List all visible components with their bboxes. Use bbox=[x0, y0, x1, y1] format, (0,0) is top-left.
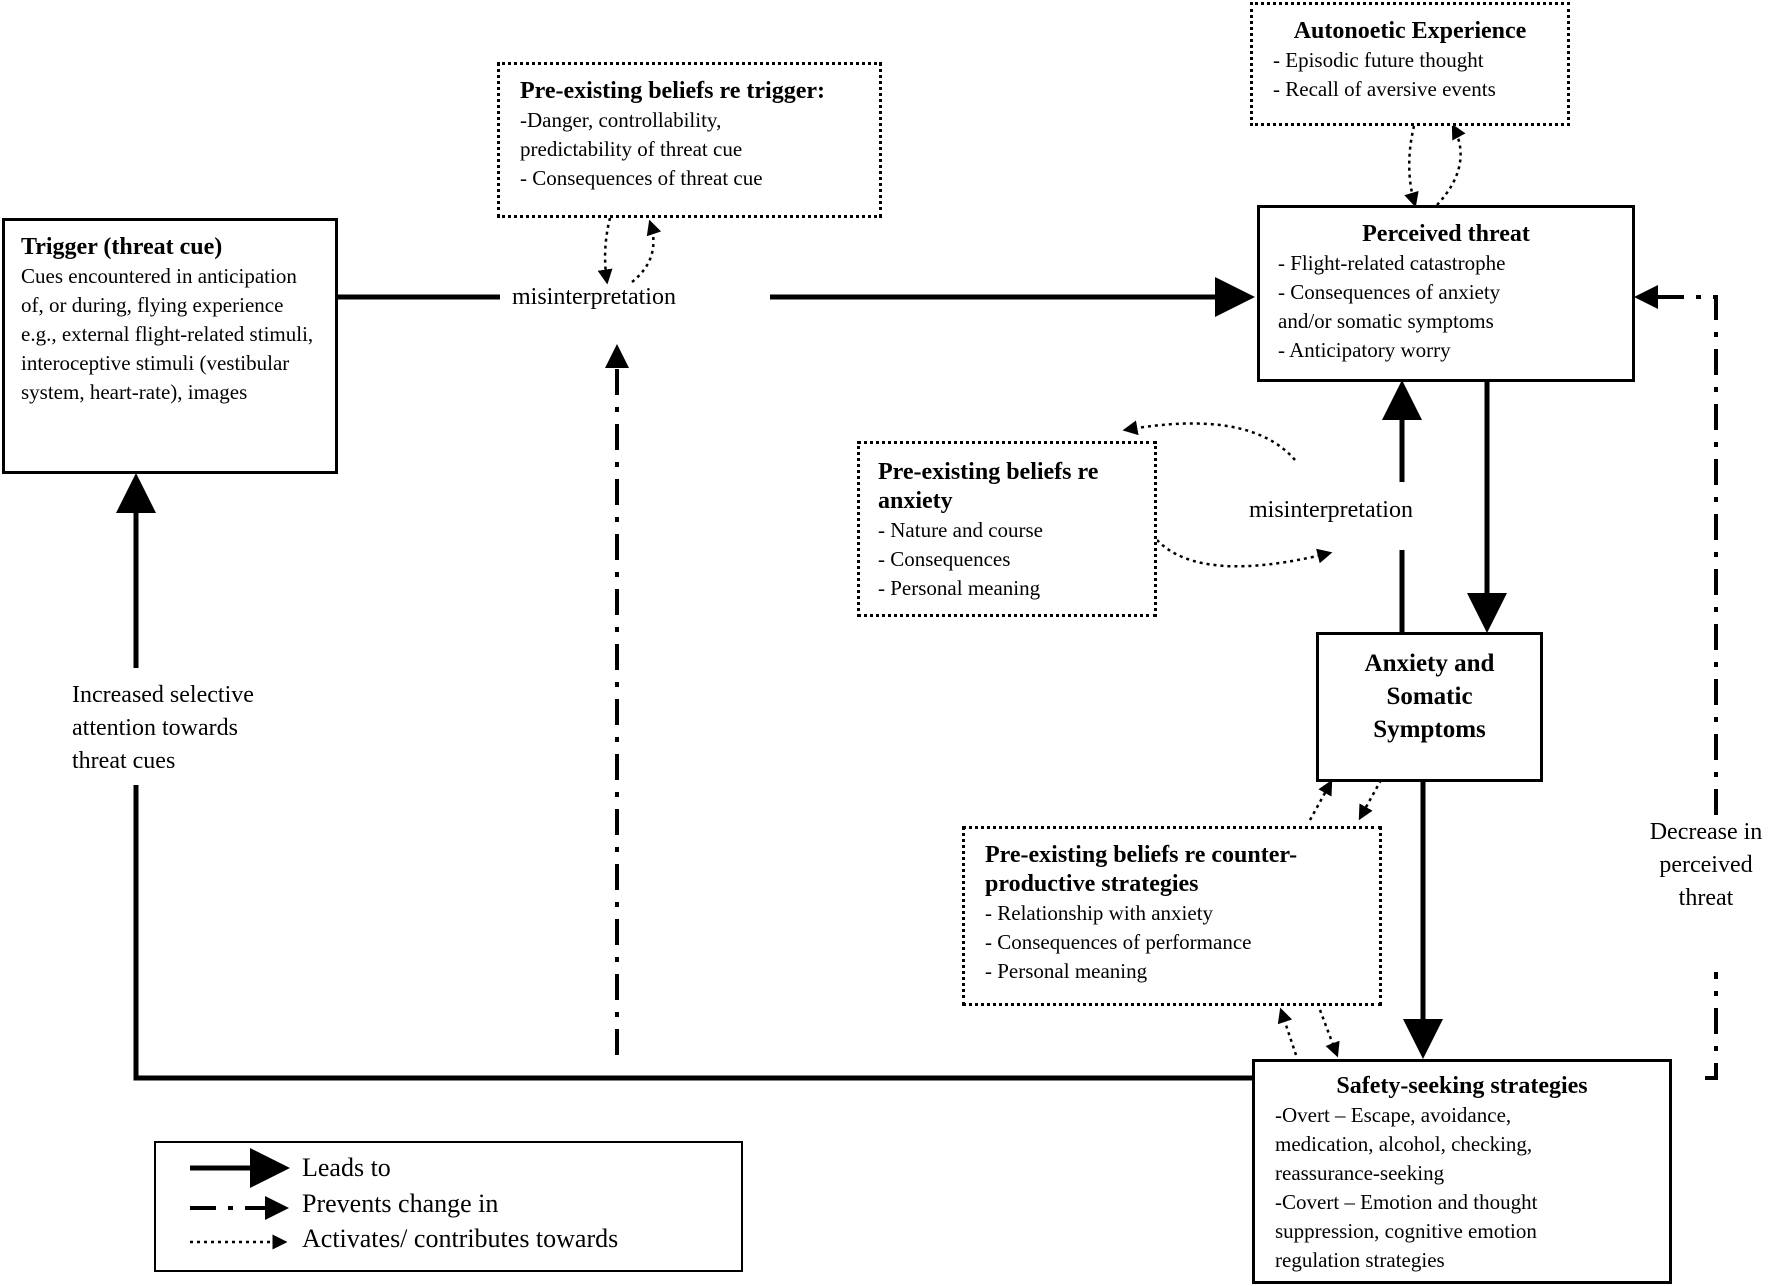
beliefs-strategies-to-safety-arrow bbox=[1318, 1009, 1340, 1058]
safety-to-trigger-loop-line bbox=[133, 785, 1252, 1081]
autonoetic-item: - Recall of aversive events bbox=[1273, 77, 1496, 101]
perceived-threat-item: - Flight-related catastrophe bbox=[1278, 251, 1506, 275]
threat-to-autonoetic-arrow bbox=[1436, 123, 1466, 206]
trigger-body: Cues encountered in anticipation of, or … bbox=[21, 264, 314, 404]
beliefs-trigger-item: - Consequences of threat cue bbox=[520, 166, 763, 190]
autonoetic-to-threat-arrow bbox=[1404, 125, 1419, 208]
beliefs-anxiety-item: - Consequences bbox=[878, 547, 1011, 571]
anxiety-symptoms-title-cont: Symptoms bbox=[1373, 716, 1486, 743]
beliefs-anxiety-title-cont: anxiety bbox=[878, 488, 953, 514]
trigger-title: Trigger (threat cue) bbox=[21, 234, 223, 260]
safety-item: reassurance-seeking bbox=[1275, 1161, 1445, 1185]
beliefs-trigger-item: predictability of threat cue bbox=[520, 137, 743, 161]
attention-label-line: Increased selective bbox=[72, 682, 254, 708]
beliefs-strategies-item: - Relationship with anxiety bbox=[985, 901, 1214, 925]
attention-label: Increased selective attention towards th… bbox=[72, 679, 254, 778]
beliefs-strategies-item: - Consequences of performance bbox=[985, 930, 1252, 954]
anxiety-symptoms-title: Anxiety and bbox=[1364, 650, 1495, 677]
legend-leads-to-label: Leads to bbox=[302, 1153, 391, 1182]
beliefs-strategies-title-cont: productive strategies bbox=[985, 871, 1199, 897]
decrease-prevents-threat-arrow bbox=[1634, 285, 1718, 815]
legend-prevents-change-label: Prevents change in bbox=[302, 1189, 499, 1218]
anxiety-symptoms-title-cont: Somatic bbox=[1386, 683, 1473, 710]
decrease-label-line: Decrease in bbox=[1649, 819, 1763, 845]
legend-activates-label: Activates/ contributes towards bbox=[302, 1224, 619, 1253]
beliefs-anxiety-item: - Personal meaning bbox=[878, 576, 1041, 600]
perceived-threat-item: - Consequences of anxiety bbox=[1278, 280, 1501, 304]
perceived-threat-title: Perceived threat bbox=[1362, 221, 1530, 247]
attention-label-line: attention towards bbox=[72, 715, 238, 741]
safety-item: regulation strategies bbox=[1275, 1248, 1445, 1272]
safety-to-beliefs-strategies-arrow bbox=[1277, 1007, 1298, 1056]
trigger-box: Trigger (threat cue) Cues encountered in… bbox=[2, 218, 338, 474]
decrease-label-line: perceived bbox=[1659, 852, 1753, 878]
safety-item: suppression, cognitive emotion bbox=[1275, 1219, 1537, 1243]
misinterpretation-to-beliefs-anxiety-arrow bbox=[1122, 420, 1296, 461]
beliefs-strategies-title: Pre-existing beliefs re counter- bbox=[985, 842, 1298, 868]
misinterpretation-left-label: misinterpretation bbox=[512, 284, 676, 310]
decrease-label-line: threat bbox=[1678, 885, 1734, 911]
beliefs-anxiety-box: Pre-existing beliefs re anxiety - Nature… bbox=[857, 441, 1157, 617]
safety-prevents-threat-decrease-line bbox=[1705, 972, 1718, 1080]
beliefs-trigger-to-misinterpretation-arrow bbox=[597, 217, 613, 285]
perceived-threat-box: Perceived threat - Flight-related catast… bbox=[1257, 205, 1635, 382]
beliefs-trigger-title: Pre-existing beliefs re trigger: bbox=[520, 78, 825, 104]
safety-item: -Overt – Escape, avoidance, bbox=[1275, 1103, 1512, 1127]
beliefs-strategies-box: Pre-existing beliefs re counter- product… bbox=[962, 826, 1382, 1006]
perceived-threat-item: - Anticipatory worry bbox=[1278, 338, 1451, 362]
safety-box: Safety-seeking strategies -Overt – Escap… bbox=[1252, 1059, 1672, 1284]
safety-item: medication, alcohol, checking, bbox=[1275, 1132, 1533, 1156]
misinterpretation-right-label: misinterpretation bbox=[1249, 497, 1413, 523]
anxiety-symptoms-box: Anxiety and Somatic Symptoms bbox=[1316, 632, 1543, 782]
safety-item: -Covert – Emotion and thought bbox=[1275, 1190, 1538, 1214]
attention-label-line: threat cues bbox=[72, 748, 176, 774]
decrease-label: Decrease in perceived threat bbox=[1631, 816, 1772, 915]
autonoetic-box: Autonoetic Experience - Episodic future … bbox=[1250, 2, 1570, 126]
safety-title: Safety-seeking strategies bbox=[1336, 1073, 1588, 1099]
beliefs-anxiety-item: - Nature and course bbox=[878, 518, 1044, 542]
perceived-threat-item: and/or somatic symptoms bbox=[1278, 309, 1494, 333]
misinterpretation-to-beliefs-trigger-arrow bbox=[631, 219, 662, 283]
anxiety-to-beliefs-strategies-arrow bbox=[1358, 779, 1383, 821]
beliefs-strategies-to-anxiety-arrow bbox=[1308, 779, 1333, 821]
beliefs-trigger-item: -Danger, controllability, bbox=[520, 108, 722, 132]
beliefs-strategies-item: - Personal meaning bbox=[985, 959, 1148, 983]
beliefs-anxiety-to-misinterpretation-arrow bbox=[1156, 539, 1333, 568]
autonoetic-title: Autonoetic Experience bbox=[1293, 18, 1527, 44]
autonoetic-item: - Episodic future thought bbox=[1273, 48, 1484, 72]
beliefs-anxiety-title: Pre-existing beliefs re bbox=[878, 459, 1099, 485]
beliefs-trigger-box: Pre-existing beliefs re trigger: -Danger… bbox=[497, 62, 882, 218]
